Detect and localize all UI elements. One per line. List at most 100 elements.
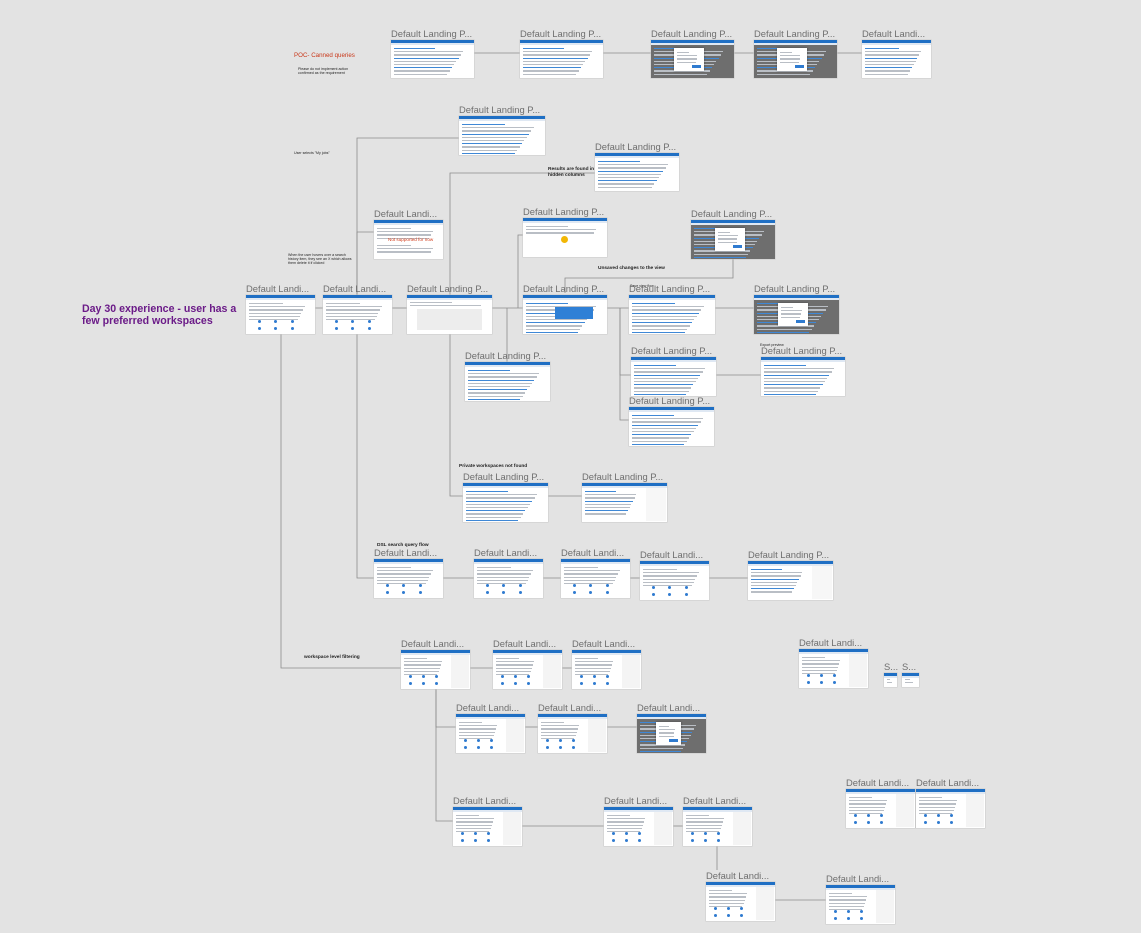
frame-thumbnail[interactable] — [453, 807, 522, 846]
screen-frame[interactable]: Default Landing P... — [748, 549, 833, 600]
frame-title[interactable]: Default Landi... — [374, 208, 438, 219]
frame-title[interactable]: Default Landing P... — [407, 283, 489, 294]
frame-title[interactable]: Default Landing P... — [523, 206, 605, 217]
frame-thumbnail[interactable] — [640, 561, 709, 600]
screen-frame[interactable]: Default Landing P... — [520, 28, 603, 78]
screen-frame[interactable]: Default Landi... — [916, 777, 985, 828]
frame-title[interactable]: Default Landi... — [916, 777, 980, 788]
screen-frame[interactable]: Default Landing P... — [465, 350, 550, 401]
frame-thumbnail[interactable] — [691, 220, 775, 259]
frame-title[interactable]: Default Landing P... — [629, 395, 711, 406]
screen-frame[interactable]: Default Landing P... — [463, 471, 548, 522]
frame-title[interactable]: Default Landing P... — [520, 28, 602, 39]
frame-thumbnail[interactable] — [493, 650, 562, 689]
frame-thumbnail[interactable] — [683, 807, 752, 846]
screen-frame[interactable]: Default Landi... — [862, 28, 931, 78]
frame-title[interactable]: Default Landing P... — [391, 28, 473, 39]
frame-title[interactable]: Default Landi... — [453, 795, 517, 806]
screen-frame[interactable]: Default Landi... — [456, 702, 525, 753]
screen-frame[interactable]: Default Landi... — [374, 547, 443, 598]
frame-title[interactable]: S... — [902, 661, 917, 672]
screen-frame[interactable]: Default Landi... — [604, 795, 673, 846]
frame-thumbnail[interactable] — [572, 650, 641, 689]
frame-title[interactable]: Default Landing P... — [463, 471, 545, 482]
screen-frame[interactable]: Default Landi... — [561, 547, 630, 598]
screen-frame[interactable]: Default Landi... — [323, 283, 392, 334]
screen-frame[interactable]: Default Landi... — [474, 547, 543, 598]
frame-thumbnail[interactable] — [754, 295, 839, 334]
screen-frame[interactable]: Default Landi... — [401, 638, 470, 689]
frame-thumbnail[interactable] — [474, 559, 543, 598]
frame-thumbnail[interactable] — [604, 807, 673, 846]
frame-title[interactable]: Default Landi... — [683, 795, 747, 806]
frame-title[interactable]: Default Landing P... — [459, 104, 541, 115]
frame-title[interactable]: Default Landing P... — [582, 471, 664, 482]
screen-frame[interactable]: Default Landing P... — [631, 345, 716, 396]
frame-thumbnail[interactable] — [631, 357, 716, 396]
screen-frame[interactable]: S... — [884, 661, 899, 687]
screen-frame[interactable]: Default Landi... — [246, 283, 315, 334]
screen-frame[interactable]: Default Landi... — [846, 777, 915, 828]
frame-thumbnail[interactable] — [520, 40, 603, 78]
screen-frame[interactable]: Default Landi... — [572, 638, 641, 689]
frame-thumbnail[interactable] — [629, 295, 715, 334]
frame-title[interactable]: Default Landi... — [572, 638, 636, 649]
frame-thumbnail[interactable] — [595, 153, 679, 191]
frame-title[interactable]: Default Landi... — [862, 28, 926, 39]
screen-frame[interactable]: Default Landing P... — [629, 283, 715, 334]
screen-frame[interactable]: S... — [902, 661, 919, 687]
screen-frame[interactable]: Default Landing P... — [582, 471, 667, 522]
screen-frame[interactable]: Default Landi... — [538, 702, 607, 753]
frame-thumbnail[interactable] — [323, 295, 392, 334]
screen-frame[interactable]: Default Landi... — [683, 795, 752, 846]
frame-title[interactable]: Default Landing P... — [748, 549, 830, 560]
screen-frame[interactable]: Default Landi... — [453, 795, 522, 846]
frame-title[interactable]: Default Landi... — [637, 702, 701, 713]
frame-thumbnail[interactable] — [538, 714, 607, 753]
screen-frame[interactable]: Default Landing P... — [761, 345, 845, 396]
screen-frame[interactable]: Default Landi... — [706, 870, 775, 921]
frame-thumbnail[interactable] — [374, 559, 443, 598]
frame-thumbnail[interactable] — [706, 882, 775, 921]
frame-thumbnail[interactable] — [761, 357, 845, 396]
screen-frame[interactable]: Default Landing P... — [523, 283, 607, 334]
frame-title[interactable]: Default Landi... — [604, 795, 668, 806]
frame-thumbnail[interactable] — [651, 40, 734, 78]
frame-title[interactable]: Default Landi... — [493, 638, 557, 649]
screen-frame[interactable]: Default Landing P... — [691, 208, 775, 259]
frame-title[interactable]: Default Landing P... — [754, 28, 836, 39]
screen-frame[interactable]: Default Landi... — [799, 637, 868, 688]
frame-thumbnail[interactable] — [523, 218, 607, 257]
frame-thumbnail[interactable] — [862, 40, 931, 78]
frame-thumbnail[interactable] — [916, 789, 985, 828]
frame-title[interactable]: Default Landing P... — [523, 283, 605, 294]
frame-title[interactable]: S... — [884, 661, 899, 672]
frame-title[interactable]: Default Landi... — [474, 547, 538, 558]
frame-title[interactable]: Default Landi... — [374, 547, 438, 558]
frame-thumbnail[interactable] — [459, 116, 545, 155]
frame-thumbnail[interactable] — [401, 650, 470, 689]
frame-title[interactable]: Default Landi... — [538, 702, 602, 713]
frame-title[interactable]: Default Landi... — [323, 283, 387, 294]
screen-frame[interactable]: Default Landing P... — [629, 395, 714, 446]
frame-title[interactable]: Default Landi... — [246, 283, 310, 294]
screen-frame[interactable]: Default Landi... — [640, 549, 709, 600]
screen-frame[interactable]: Default Landing P... — [391, 28, 474, 78]
screen-frame[interactable]: Default Landing P... — [651, 28, 734, 78]
frame-thumbnail[interactable] — [637, 714, 706, 753]
frame-title[interactable]: Default Landi... — [401, 638, 465, 649]
frame-title[interactable]: Default Landing P... — [631, 345, 713, 356]
frame-title[interactable]: Default Landing P... — [629, 283, 711, 294]
screen-frame[interactable]: Default Landing P... — [407, 283, 492, 334]
screen-frame[interactable]: Default Landing P... — [754, 283, 839, 334]
frame-title[interactable]: Default Landi... — [826, 873, 890, 884]
frame-thumbnail[interactable] — [561, 559, 630, 598]
screen-frame[interactable]: Default Landing P... — [754, 28, 837, 78]
screen-frame[interactable]: Default Landi... — [493, 638, 562, 689]
screen-frame[interactable]: Default Landi... — [637, 702, 706, 753]
frame-thumbnail[interactable] — [523, 295, 607, 334]
frame-title[interactable]: Default Landing P... — [761, 345, 843, 356]
frame-thumbnail[interactable] — [902, 673, 919, 687]
frame-title[interactable]: Default Landi... — [456, 702, 520, 713]
frame-thumbnail[interactable] — [407, 295, 492, 334]
